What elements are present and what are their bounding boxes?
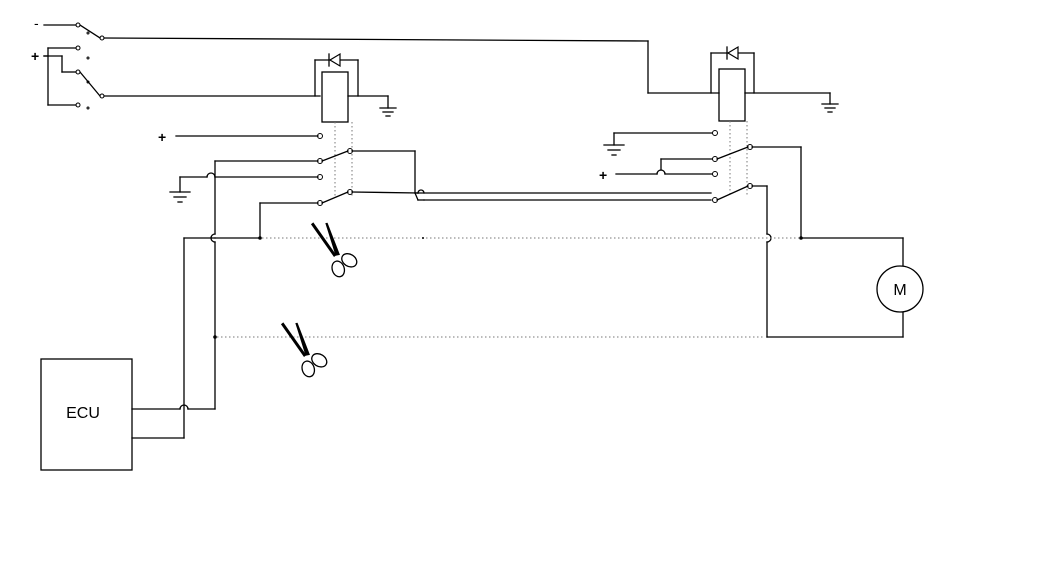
scissors-icon: [310, 222, 358, 278]
relay-1: [314, 52, 397, 198]
ecu-label: ECU: [66, 405, 100, 422]
label-minus-switch: -: [34, 15, 39, 31]
diode-icon: [314, 52, 359, 97]
diode-icon: [710, 45, 755, 94]
relay-2: [647, 40, 839, 195]
motor: M: [876, 265, 924, 313]
label-plus-relay1: +: [158, 129, 166, 145]
ground-icon: [379, 107, 397, 117]
relay-coil-icon: [718, 68, 746, 122]
scissors-icon: [280, 322, 328, 378]
ground-icon: [821, 103, 839, 113]
relay-coil-icon: [321, 71, 349, 123]
label-plus-switch: +: [31, 48, 39, 64]
ground-icon: [169, 191, 191, 203]
window-switch: - +: [31, 15, 649, 110]
label-plus-relay2: +: [599, 167, 607, 183]
ground-icon: [603, 144, 625, 156]
ecu: ECU: [40, 358, 133, 471]
motor-label: M: [893, 282, 906, 299]
